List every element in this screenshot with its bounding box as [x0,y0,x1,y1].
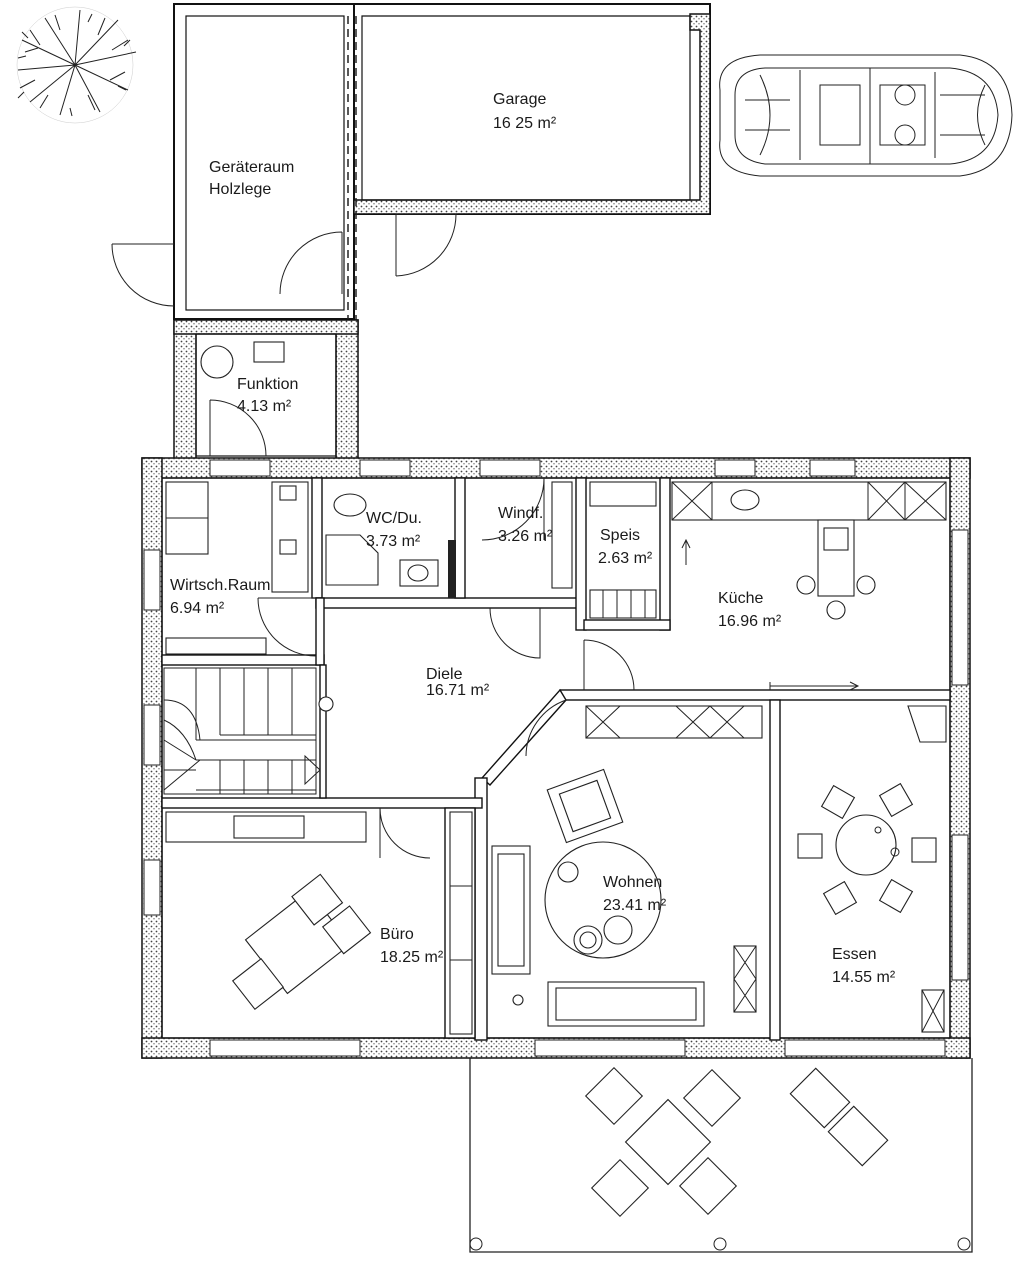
room-area-diele: 16.71 m² [426,682,490,699]
room-name-garage: Garage [493,91,546,108]
room-area-windfang: 3.26 m² [498,528,553,545]
main-walls [141,457,971,1059]
staircase [163,667,317,795]
tree-symbol [16,6,137,124]
room-name-windfang: Windf. [498,505,543,522]
wirtschaftsraum-furniture [165,481,317,657]
room-area-wirtschaftsraum: 6.94 m² [170,600,225,617]
room-name-holzlege: Holzlege [209,181,271,198]
room-name-essen: Essen [832,946,876,963]
room-name-wohnen: Wohnen [603,874,662,891]
room-name-wc: WC/Du. [366,510,422,527]
room-labels: Geräteraum Holzlege Garage 16 25 m² Funk… [170,91,896,986]
room-name-kueche: Küche [718,590,763,607]
room-name-geraeteraum: Geräteraum [209,159,294,176]
funktion-walls [173,319,359,461]
room-area-buero: 18.25 m² [380,949,444,966]
windfang-door [481,477,573,589]
room-name-diele: Diele [426,666,463,683]
speis-furniture [589,481,691,619]
room-area-funktion: 4.13 m² [237,398,292,415]
diele-furniture [304,607,541,859]
car-symbol [719,54,1013,177]
room-area-essen: 14.55 m² [832,969,896,986]
room-area-kueche: 16.96 m² [718,613,782,630]
essen-furniture [797,705,947,1033]
outbuilding-doors [111,213,457,307]
room-name-buero: Büro [380,926,414,943]
room-name-speis: Speis [600,527,640,544]
kueche-furniture [583,481,947,691]
outbuilding-walls [173,3,711,460]
room-area-speis: 2.63 m² [598,550,653,567]
room-name-funktion: Funktion [237,376,298,393]
wc-furniture [325,493,456,598]
room-area-garage: 16 25 m² [493,115,557,132]
interior-walls [161,477,951,1041]
room-area-wohnen: 23.41 m² [603,897,667,914]
room-name-wirtschaftsraum: Wirtsch.Raum [170,577,270,594]
terrace [469,1058,973,1253]
wohnen-furniture [491,699,763,1027]
room-area-wc: 3.73 m² [366,533,421,550]
buero-furniture [165,811,473,1035]
